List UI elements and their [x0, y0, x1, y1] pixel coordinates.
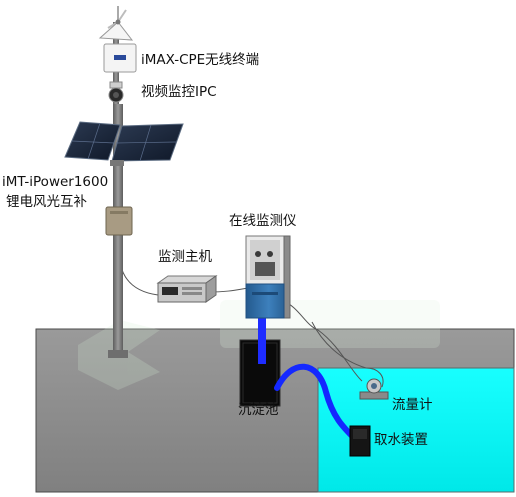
- label-power-model: iMT-iPower1600: [2, 174, 109, 190]
- label-water-intake: 取水装置: [374, 432, 428, 448]
- label-flow-meter: 流量计: [392, 397, 433, 413]
- battery-controller-box: [105, 206, 133, 236]
- online-analyzer-cabinet: [245, 235, 291, 319]
- pipe-vertical: [258, 318, 266, 364]
- wind-turbine: [98, 6, 134, 41]
- cpe-terminal: [103, 43, 137, 73]
- label-sedimentation-tank: 沉淀池: [238, 402, 279, 418]
- solar-panels: [64, 121, 184, 166]
- water-intake-device: [349, 425, 371, 457]
- ipc-camera: [108, 81, 124, 103]
- water-pool: [317, 367, 515, 493]
- label-monitoring-host: 监测主机: [158, 249, 212, 265]
- monitoring-host: [156, 275, 218, 303]
- label-online-analyzer: 在线监测仪: [229, 213, 297, 229]
- label-cpe-terminal: iMAX-CPE无线终端: [141, 52, 260, 68]
- flow-meter: [359, 378, 389, 400]
- intake-hose: [274, 363, 359, 443]
- label-ipc-camera: 视频监控IPC: [141, 84, 217, 100]
- label-power-type: 锂电风光互补: [6, 194, 87, 210]
